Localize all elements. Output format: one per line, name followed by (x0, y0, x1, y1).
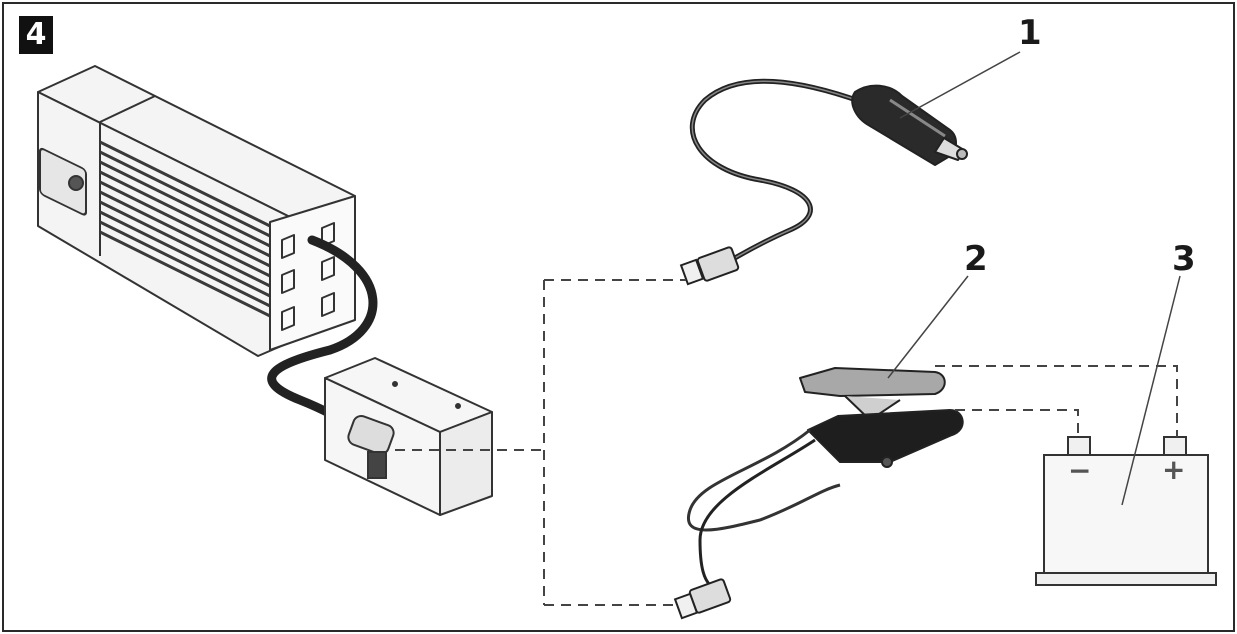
black-clamp (807, 409, 964, 463)
leader-1 (899, 51, 1021, 119)
battery-terminal-positive (1163, 436, 1187, 456)
leader-3 (1121, 275, 1181, 506)
dash-red-to-positive (935, 365, 1178, 437)
figure-number-badge: 4 (19, 16, 53, 54)
plug-cable-connector (679, 246, 740, 286)
car-battery-icon (1035, 436, 1217, 586)
callout-label-2: 2 (964, 239, 988, 279)
charger-cap-divider-top (99, 95, 156, 123)
callout-label-3: 3 (1172, 239, 1196, 279)
callout-label-1: 1 (1018, 13, 1042, 53)
battery-positive-sign: + (1162, 453, 1186, 486)
battery-terminal-negative (1067, 436, 1091, 456)
charger-output-plug (347, 414, 395, 479)
clamp-cable-red (686, 428, 841, 532)
callout-leader-lines (887, 51, 1181, 506)
charger-button (68, 175, 84, 191)
red-clamp (799, 367, 946, 397)
cigarette-lighter-plug-icon (851, 84, 968, 166)
cigarette-plug-cable (689, 78, 865, 265)
clamp-cable-black (698, 438, 816, 587)
cigarette-plug-cable-inner (691, 80, 863, 263)
alligator-clamp-icon (799, 367, 964, 468)
battery-charger-icon (37, 65, 356, 357)
leader-2 (887, 275, 969, 379)
battery-negative-sign: − (1068, 454, 1092, 487)
battery-base (1035, 572, 1217, 586)
charger-control-panel (39, 147, 87, 216)
clamp-cable-connector (673, 578, 732, 620)
charger-output-cable (267, 235, 378, 437)
battery-body (1043, 454, 1209, 574)
dashed-connection-lines (395, 279, 1178, 606)
charger-cooling-ribs (99, 140, 271, 318)
dash-black-to-negative (955, 409, 1079, 437)
